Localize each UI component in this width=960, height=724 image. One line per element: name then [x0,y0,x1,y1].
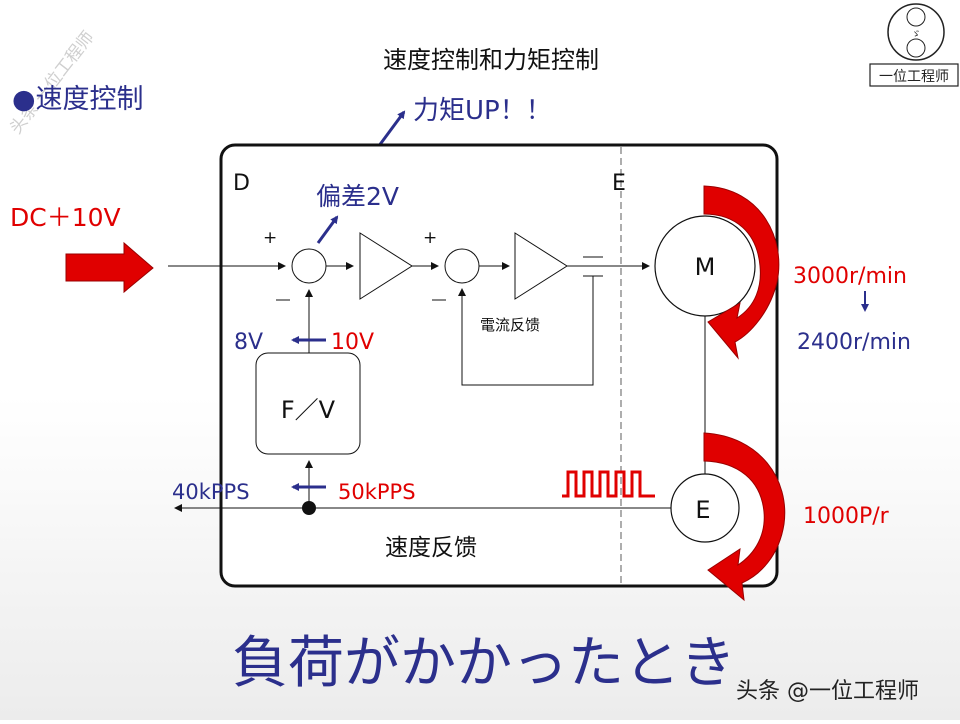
current-feedback-loop [458,276,594,386]
region-d-label: D [233,171,250,196]
svg-text:ゞ: ゞ [911,30,920,40]
motor-rotation-arrow-icon [703,185,780,360]
watermark-top: 头条 一位工程师 [6,28,98,138]
logo: ゞ 一位工程师 [869,3,959,87]
pulses-per-rev-label: 1000P/r [803,504,890,529]
sum1-plus: + [263,228,277,248]
summing-junction-2 [444,248,480,284]
input-arrow-icon [65,241,154,294]
pulse-train-icon [562,470,655,498]
speed-amplifier [359,232,413,300]
watermark-bottom: 头条 @一位工程师 [736,679,919,704]
sum2-minus: ― [432,292,446,308]
current-amplifier [514,232,568,300]
voltage-after-label: 8V [234,330,263,355]
deviation-label: 偏差2V [316,182,399,211]
encoder-rotation-arrow-icon [703,432,786,602]
input-voltage-label: DC＋10V [10,203,121,232]
deviation-arrow [316,215,339,244]
region-e-label: E [612,171,626,196]
diagram-title: 速度控制和力矩控制 [383,46,599,74]
rpm-before-label: 3000r/min [793,264,907,289]
summing-junction-1 [291,248,327,284]
sum2-plus: + [423,228,437,248]
current-feedback-label: 電流反馈 [480,316,540,334]
speed-feedback-label: 速度反馈 [385,535,477,561]
logo-text: 一位工程师 [879,69,949,85]
motor-label: M [695,253,716,281]
sum1-minus: ― [276,292,290,308]
encoder-label: E [695,496,710,524]
pps-before-label: 50kPPS [338,480,416,504]
caption: 負荷がかかったとき [232,631,736,696]
fv-converter-label: F／V [281,396,336,424]
pps-after-label: 40kPPS [172,480,250,504]
section-label: ●速度控制 [12,84,144,115]
voltage-before-label: 10V [331,330,374,355]
fv-converter [255,352,361,455]
rpm-after-label: 2400r/min [797,330,911,355]
torque-up-label: 力矩UP！！ [413,96,552,126]
